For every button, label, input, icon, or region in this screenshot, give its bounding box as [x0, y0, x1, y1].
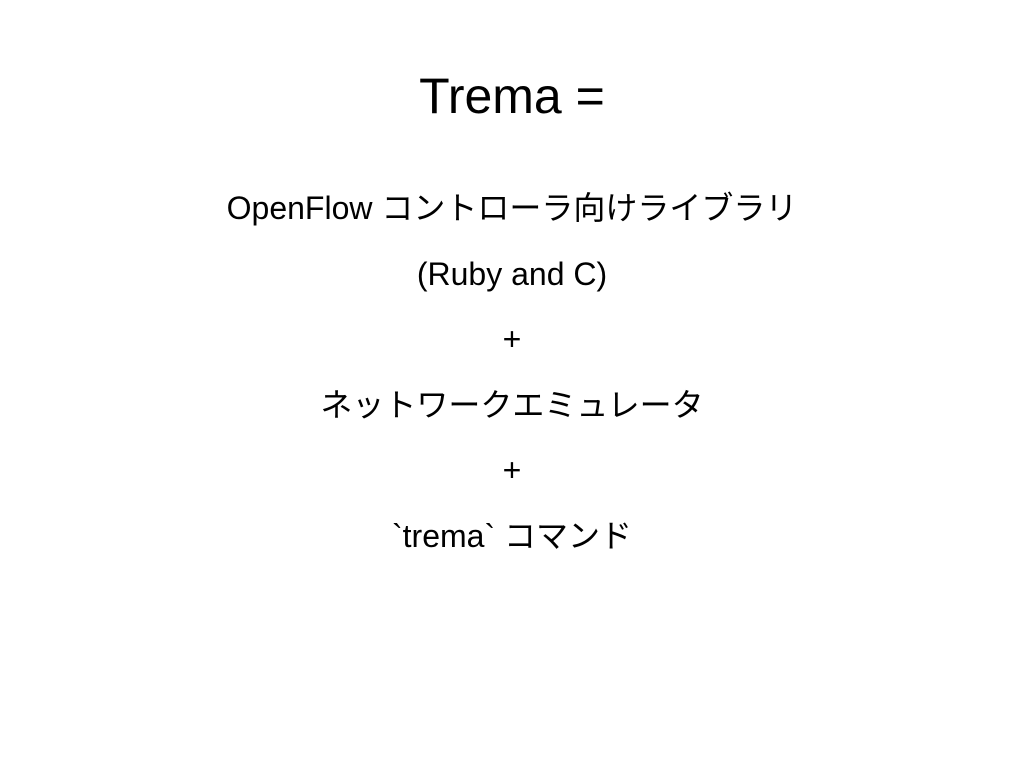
slide-body: OpenFlow コントローラ向けライブラリ (Ruby and C) + ネッ… — [0, 186, 1024, 579]
body-line-library: OpenFlow コントローラ向けライブラリ — [226, 190, 798, 226]
body-line-command: `trema` コマンド — [391, 517, 632, 554]
body-line-languages: (Ruby and C) — [416, 255, 608, 292]
body-line-plus-1: + — [502, 321, 522, 357]
slide-title: Trema = — [419, 68, 605, 124]
body-line-emulator: ネットワークエミュレータ — [320, 386, 704, 423]
body-line-plus-2: + — [502, 452, 522, 488]
